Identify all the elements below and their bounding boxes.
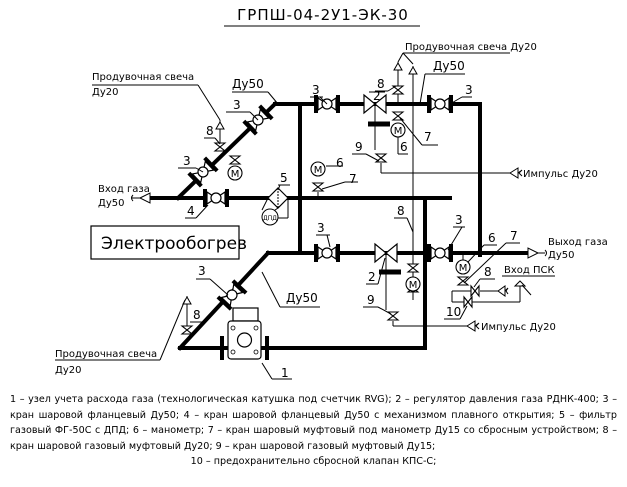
gas-outlet-connector — [527, 247, 547, 259]
purge-candle-upper-left-dn: Ду20 — [92, 87, 118, 98]
legend-text: 1 – узел учета расхода газа (технологиче… — [10, 394, 617, 452]
callout-3: 3 — [183, 154, 191, 168]
gas-filter-5: ДПД — [261, 187, 289, 226]
legend: 1 – узел учета расхода газа (технологиче… — [10, 392, 617, 470]
callout-8: 8 — [377, 77, 385, 91]
callout-9: 9 — [355, 140, 363, 154]
scheme-title: ГРПШ-04-2У1-ЭК-30 — [237, 6, 409, 24]
ball-valve-3-lower-left — [314, 242, 340, 264]
gas-inlet-label: Вход газа — [98, 184, 150, 195]
callout-3: 3 — [455, 213, 463, 227]
callout-3: 3 — [317, 221, 325, 235]
gas-outlet-dn-label: Ду50 — [548, 250, 574, 261]
dn50-upper-left-label: Ду50 — [232, 77, 264, 91]
callout-10: 10 — [446, 305, 461, 319]
callout-3: 3 — [465, 83, 473, 97]
pressure-regulator-lower — [374, 242, 401, 310]
callout-5: 5 — [280, 171, 288, 185]
callout-1: 1 — [281, 366, 289, 380]
callout-6: 6 — [488, 231, 496, 245]
impulse-lower-label: Импульс Ду20 — [481, 322, 556, 333]
callout-2: 2 — [373, 89, 381, 103]
dpd-label: ДПД — [263, 215, 277, 222]
dn50-lower-label: Ду50 — [286, 291, 318, 305]
dn50-upper-right-label: Ду50 — [433, 59, 465, 73]
gas-inlet-dn-label: Ду50 — [98, 198, 124, 209]
callouts: 3 3 3 3 3 3 3 4 5 6 7 8 8 2 7 6 — [178, 77, 520, 380]
callout-2: 2 — [368, 270, 376, 284]
purge-candle-upper-left — [92, 84, 243, 181]
gas-meter-unit-1 — [220, 307, 269, 360]
safety-relief-valve-10 — [451, 253, 532, 308]
gas-outlet-label: Выход газа — [548, 237, 608, 248]
callout-9: 9 — [367, 293, 375, 307]
purge-candle-upper-right-label: Продувочная свеча Ду20 — [405, 42, 537, 53]
callout-8: 8 — [397, 204, 405, 218]
callout-7: 7 — [424, 130, 432, 144]
callout-6: 6 — [400, 140, 408, 154]
psk-inlet-label: Вход ПСК — [504, 265, 555, 276]
purge-candle-upper-left-label: Продувочная свеча — [92, 72, 194, 83]
ball-valve-3-upper-right — [427, 93, 453, 115]
electric-heating-label: Электрообогрев — [101, 234, 247, 254]
ball-valve-4-smooth-opening — [203, 187, 229, 209]
callout-8: 8 — [484, 265, 492, 279]
impulse-line-lower — [387, 311, 480, 332]
callout-8: 8 — [206, 124, 214, 138]
impulse-upper-label: Импульс Ду20 — [523, 169, 598, 180]
purge-candle-bottom-left — [55, 296, 193, 361]
callout-3: 3 — [233, 98, 241, 112]
purge-candle-bottom-label: Продувочная свеча — [55, 349, 157, 360]
legend-last-line: 10 – предохранительно сбросной клапан КП… — [190, 456, 437, 467]
callout-8: 8 — [193, 308, 201, 322]
purge-candle-upper-right — [390, 52, 510, 300]
pressure-regulator-upper — [363, 93, 390, 150]
impulse-line-upper — [375, 153, 523, 179]
ball-valve-3-lower-right — [427, 242, 453, 264]
callout-7: 7 — [349, 172, 357, 186]
callout-7: 7 — [510, 229, 518, 243]
manometer-inlet — [310, 161, 326, 198]
gas-inlet-connector — [131, 192, 151, 204]
callout-3: 3 — [198, 264, 206, 278]
callout-3: 3 — [312, 83, 320, 97]
purge-candle-bottom-dn: Ду20 — [55, 365, 81, 376]
callout-4: 4 — [187, 204, 195, 218]
electric-heating-box — [90, 225, 240, 260]
callout-6: 6 — [336, 156, 344, 170]
